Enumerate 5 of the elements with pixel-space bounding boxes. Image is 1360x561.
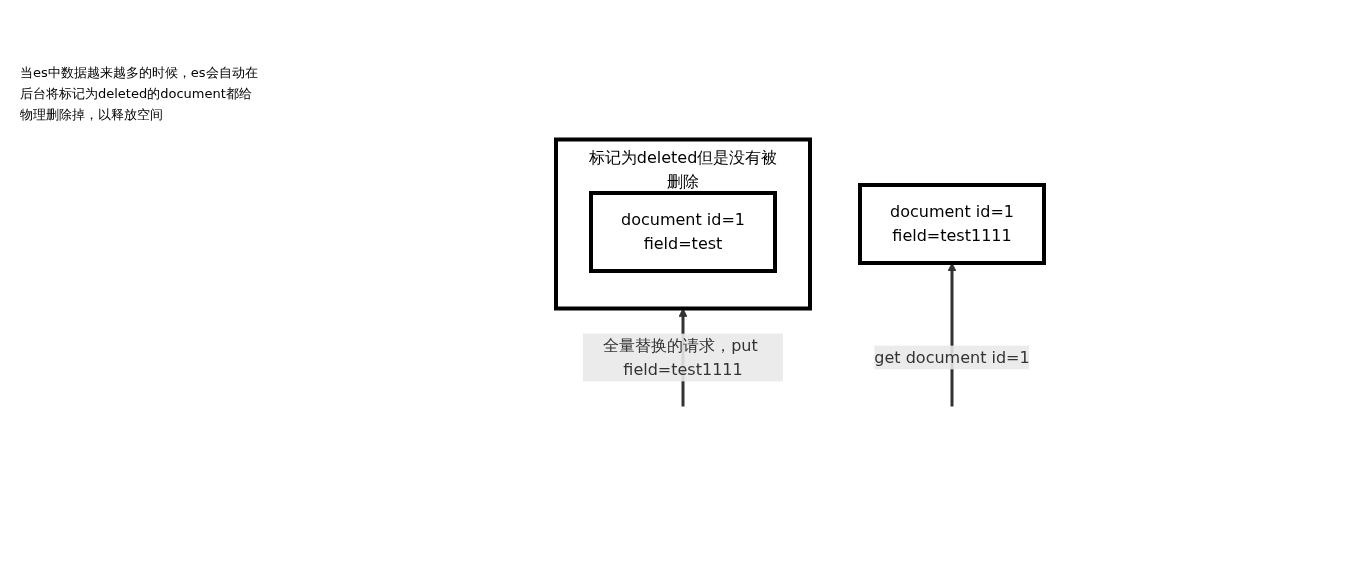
node-box: document id=1 field=test1111 xyxy=(858,183,1046,265)
edge-label: 全量替换的请求，put field=test1111 xyxy=(603,335,758,379)
edge-label: get document id=1 xyxy=(874,347,1030,367)
note-text: 当es中数据越来越多的时候，es会自动在后台将标记为deleted的document都给物理删除掉，以释放空间 xyxy=(20,64,259,124)
node-box: document id=1 field=test xyxy=(589,191,777,273)
